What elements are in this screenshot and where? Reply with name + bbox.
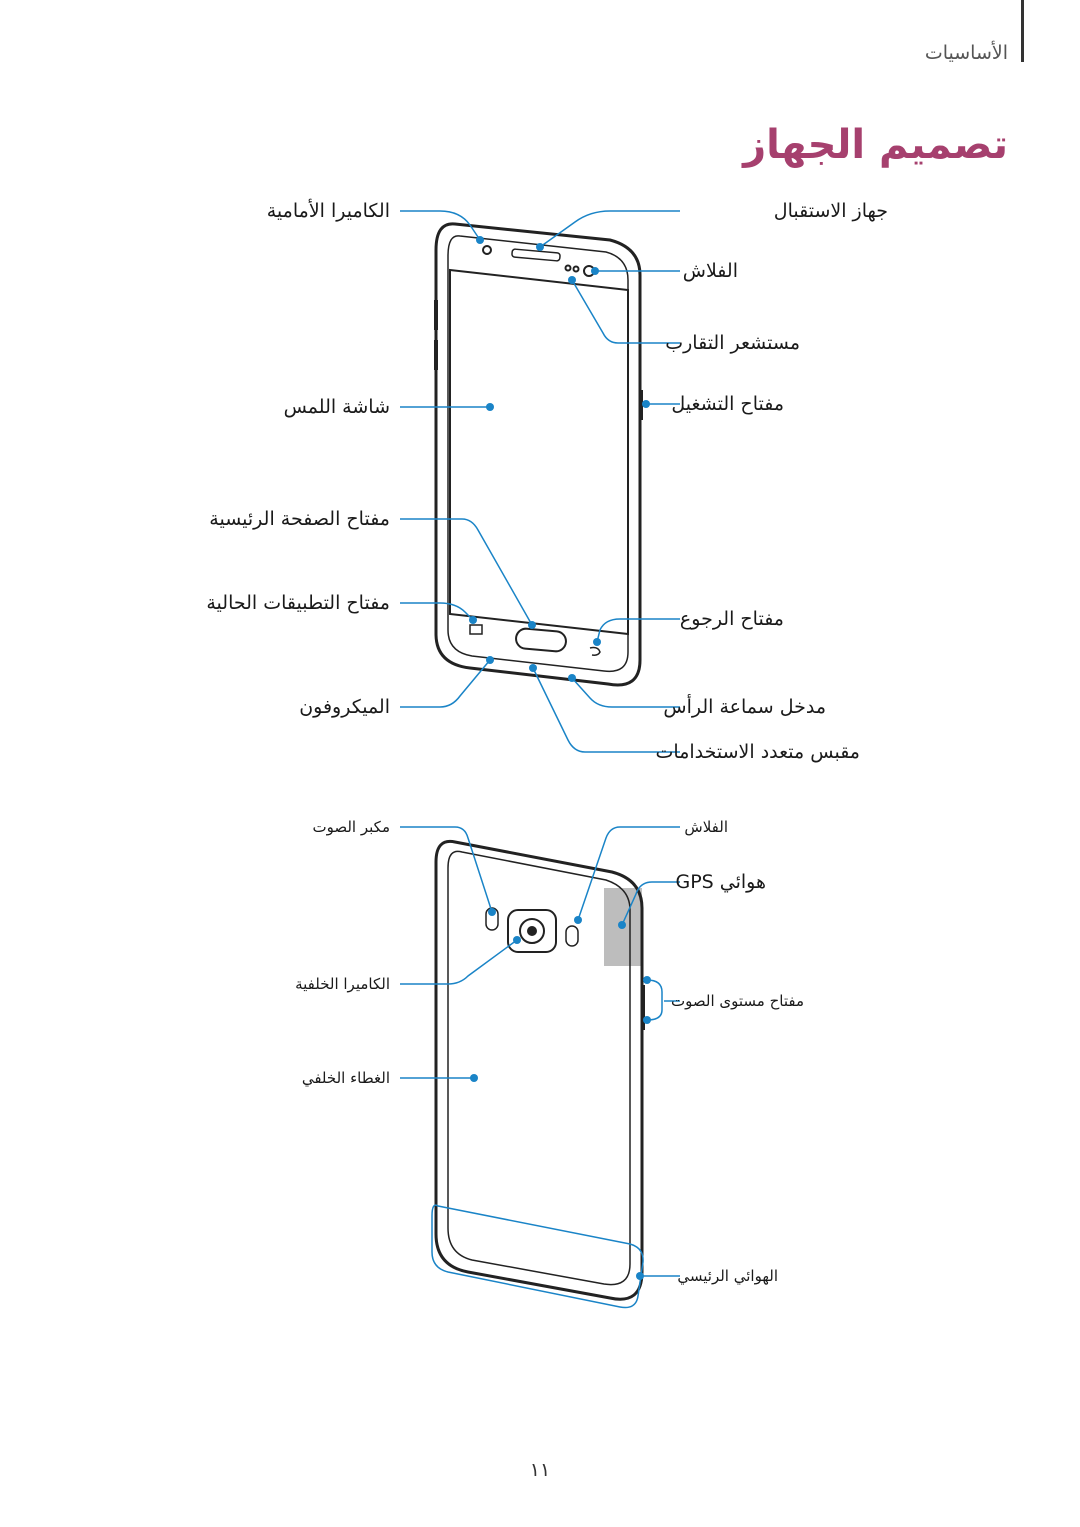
label-back-key: مفتاح الرجوع xyxy=(679,608,784,630)
label-proximity-sensor: مستشعر التقارب xyxy=(665,332,800,354)
front-callouts xyxy=(400,210,680,753)
label-touchscreen: شاشة اللمس xyxy=(283,396,390,418)
page-number: ١١ xyxy=(529,1459,551,1481)
label-flash-back: الفلاش xyxy=(684,818,728,836)
label-gps-antenna: هوائي GPS xyxy=(675,871,766,893)
label-recent-apps-key: مفتاح التطبيقات الحالية xyxy=(206,592,390,614)
label-power-key: مفتاح التشغيل xyxy=(671,393,784,415)
back-callouts xyxy=(400,826,680,1309)
label-main-antenna: الهوائي الرئيسي xyxy=(677,1267,778,1285)
label-multipurpose-jack: مقبس متعدد الاستخدامات xyxy=(655,741,860,763)
label-speaker: مكبر الصوت xyxy=(312,818,390,836)
label-front-camera: الكاميرا الأمامية xyxy=(266,200,390,222)
label-back-cover: الغطاء الخلفي xyxy=(301,1069,390,1087)
header-rule xyxy=(1021,0,1024,62)
page-title: تصميم الجهاز xyxy=(743,122,1008,168)
label-home-key: مفتاح الصفحة الرئيسية xyxy=(209,508,390,530)
label-volume-key: مفتاح مستوى الصوت xyxy=(671,992,804,1010)
label-flash-front: الفلاش xyxy=(682,260,738,282)
front-phone-illustration xyxy=(434,222,643,687)
label-rear-camera: الكاميرا الخلفية xyxy=(295,975,390,993)
section-header: الأساسيات xyxy=(924,42,1008,64)
back-phone-illustration xyxy=(434,839,645,1301)
label-headset-jack: مدخل سماعة الرأس xyxy=(663,696,826,718)
front-callout-dots xyxy=(469,236,650,682)
label-earpiece: جهاز الاستقبال xyxy=(773,200,888,222)
back-callout-dots xyxy=(470,908,651,1280)
label-microphone: الميكروفون xyxy=(299,696,390,718)
